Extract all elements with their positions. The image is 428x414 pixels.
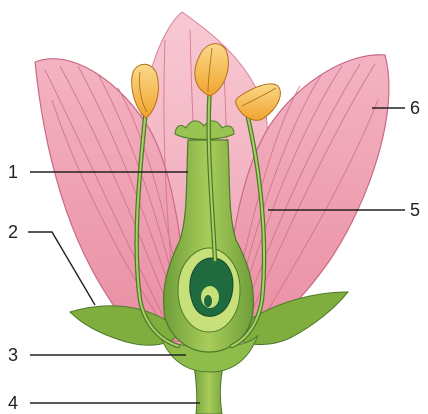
callout-3: 3 [8,345,18,365]
callout-1: 1 [8,162,18,182]
callout-5: 5 [410,200,420,220]
callout-4: 4 [8,393,18,413]
callout-2: 2 [8,222,18,242]
callout-6: 6 [410,98,420,118]
